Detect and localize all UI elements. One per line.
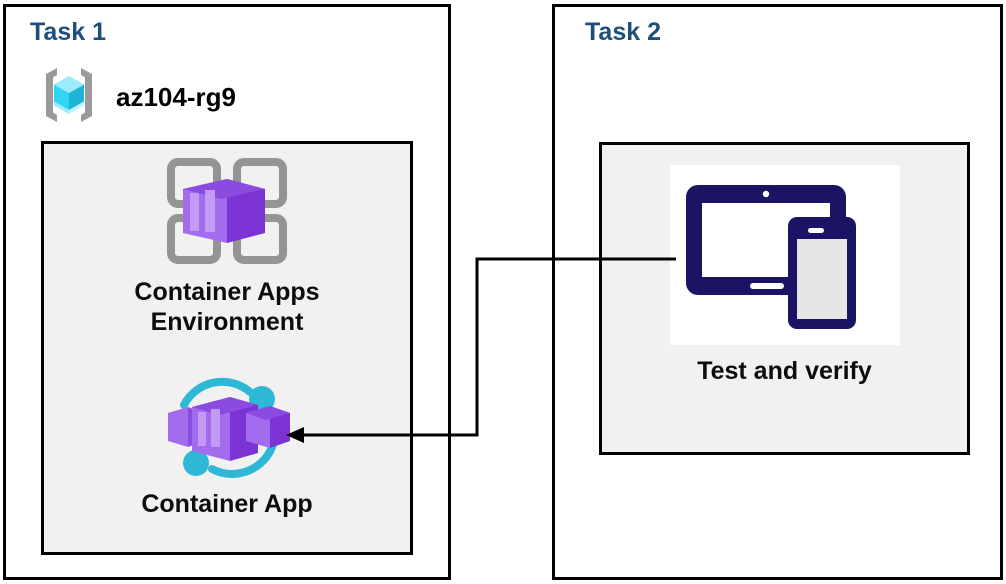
container-app-label: Container App — [141, 490, 313, 518]
node-container-app: Container App — [41, 375, 413, 520]
container-app-icon — [154, 375, 300, 484]
container-apps-environment-icon — [157, 155, 297, 272]
devices-tablet-phone-icon — [669, 165, 900, 345]
container-apps-environment-label: Container Apps Environment — [134, 278, 320, 336]
resource-group-name: az104-rg9 — [116, 82, 236, 112]
resource-group-icon — [36, 62, 102, 133]
test-and-verify-label: Test and verify — [697, 357, 872, 385]
node-test-and-verify: Test and verify — [599, 165, 970, 387]
node-container-apps-environment: Container Apps Environment — [41, 155, 413, 337]
resource-group-row: az104-rg9 — [36, 62, 236, 133]
task-1-title: Task 1 — [30, 18, 106, 46]
task-2-title: Task 2 — [585, 18, 661, 46]
